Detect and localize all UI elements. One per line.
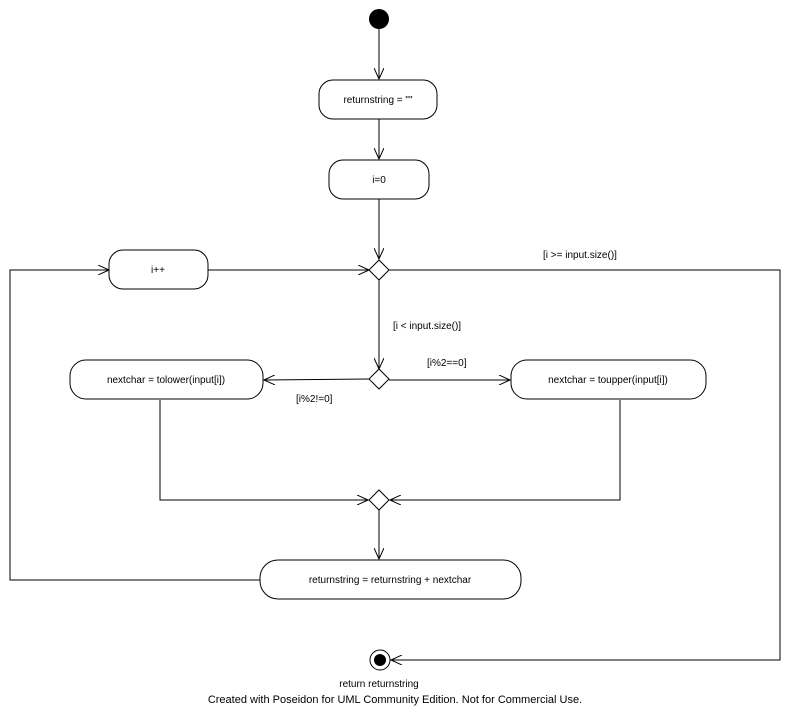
footer-notice: Created with Poseidon for UML Community … <box>208 694 582 706</box>
edge-toupper-to-join <box>390 400 621 500</box>
action-tolower: nextchar = tolower(input[i]) <box>69 359 264 400</box>
edge-tolower-to-join <box>159 400 368 500</box>
initial-node <box>369 9 389 29</box>
join-diamond <box>368 489 390 511</box>
final-node-label: return returnstring <box>339 679 418 690</box>
decision-diamond <box>368 368 390 390</box>
final-node <box>369 649 391 671</box>
guard-odd-label: [i%2!=0] <box>296 394 333 405</box>
action-label: returnstring = returnstring + nextchar <box>309 575 472 586</box>
action-label: returnstring = "" <box>343 95 413 106</box>
edge-branch-to-tolower <box>264 379 370 380</box>
action-label: nextchar = toupper(input[i]) <box>548 375 668 386</box>
action-increment: i++ <box>108 249 209 290</box>
action-label: i++ <box>151 265 165 276</box>
action-toupper: nextchar = toupper(input[i]) <box>510 359 707 400</box>
action-init-i: i=0 <box>328 159 430 200</box>
guard-exit-label: [i >= input.size()] <box>543 250 617 261</box>
action-append: returnstring = returnstring + nextchar <box>259 559 522 600</box>
guard-even-label: [i%2==0] <box>427 358 467 369</box>
action-init-returnstring: returnstring = "" <box>318 79 438 120</box>
edge-append-to-increment <box>9 270 260 581</box>
merge-diamond <box>368 259 390 281</box>
guard-continue-label: [i < input.size()] <box>393 321 461 332</box>
edge-exit-to-final <box>389 269 781 660</box>
action-label: nextchar = tolower(input[i]) <box>107 375 225 386</box>
action-label: i=0 <box>372 175 386 186</box>
